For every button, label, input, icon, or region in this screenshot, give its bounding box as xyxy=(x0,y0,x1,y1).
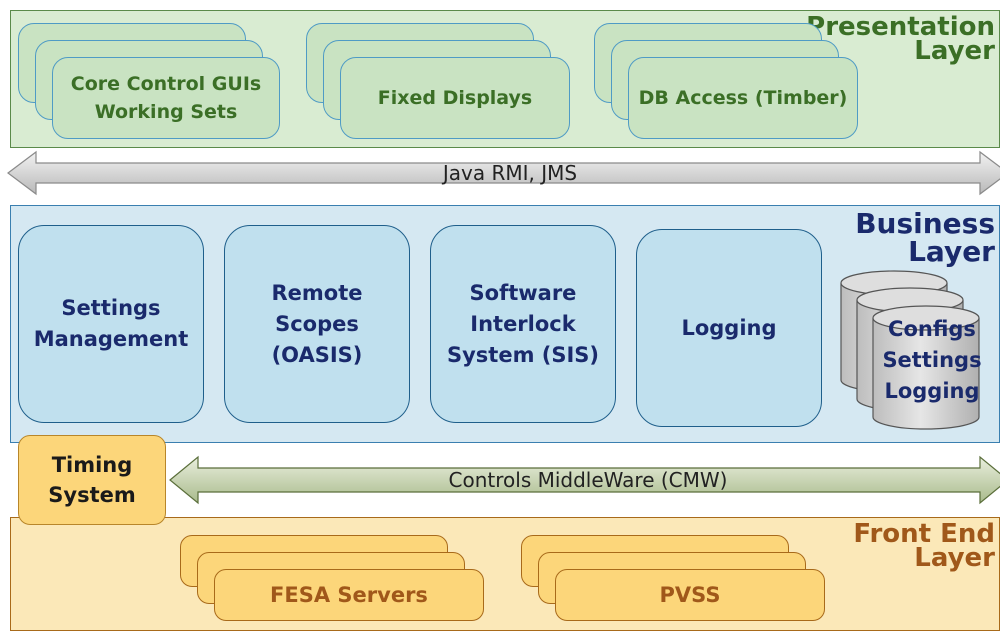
logging-label: Logging xyxy=(681,316,777,340)
frontend-layer-title: Front End Layer xyxy=(853,519,995,573)
database-label: Configs Settings Logging xyxy=(882,316,982,403)
fixed-displays-card: Fixed Displays xyxy=(340,57,570,139)
fesa-label: FESA Servers xyxy=(270,583,428,607)
core-gui-label: Core Control GUIs Working Sets xyxy=(70,73,262,123)
timing-system-label: Timing System xyxy=(48,453,136,507)
remote-scopes-label: Remote Scopes (OASIS) xyxy=(271,280,363,367)
db-access-card: DB Access (Timber) xyxy=(628,57,858,139)
business-layer-title: Business Layer xyxy=(855,207,995,268)
pvss-label: PVSS xyxy=(659,583,721,607)
fesa-card: FESA Servers xyxy=(214,569,484,621)
cmw-arrow-label: Controls MiddleWare (CMW) xyxy=(448,468,728,492)
timing-system-box: Timing System xyxy=(18,435,166,525)
sis-box: Software Interlock System (SIS) xyxy=(430,225,616,423)
frontend-layer: Front End Layer xyxy=(10,517,1000,631)
rmi-arrow-label: Java RMI, JMS xyxy=(442,161,578,185)
db-cylinder-front xyxy=(872,318,980,430)
pvss-card: PVSS xyxy=(555,569,825,621)
rmi-arrow xyxy=(7,150,1000,196)
settings-management-box: Settings Management xyxy=(18,225,204,423)
presentation-layer-title: Presentation Layer xyxy=(806,12,995,66)
sis-label: Software Interlock System (SIS) xyxy=(446,280,600,367)
settings-management-label: Settings Management xyxy=(33,296,189,351)
logging-box: Logging xyxy=(636,229,822,427)
core-gui-card: Core Control GUIs Working Sets xyxy=(52,57,280,139)
fixed-displays-label: Fixed Displays xyxy=(377,87,533,109)
remote-scopes-box: Remote Scopes (OASIS) xyxy=(224,225,410,423)
db-access-label: DB Access (Timber) xyxy=(638,87,848,109)
cmw-arrow xyxy=(169,455,1000,505)
